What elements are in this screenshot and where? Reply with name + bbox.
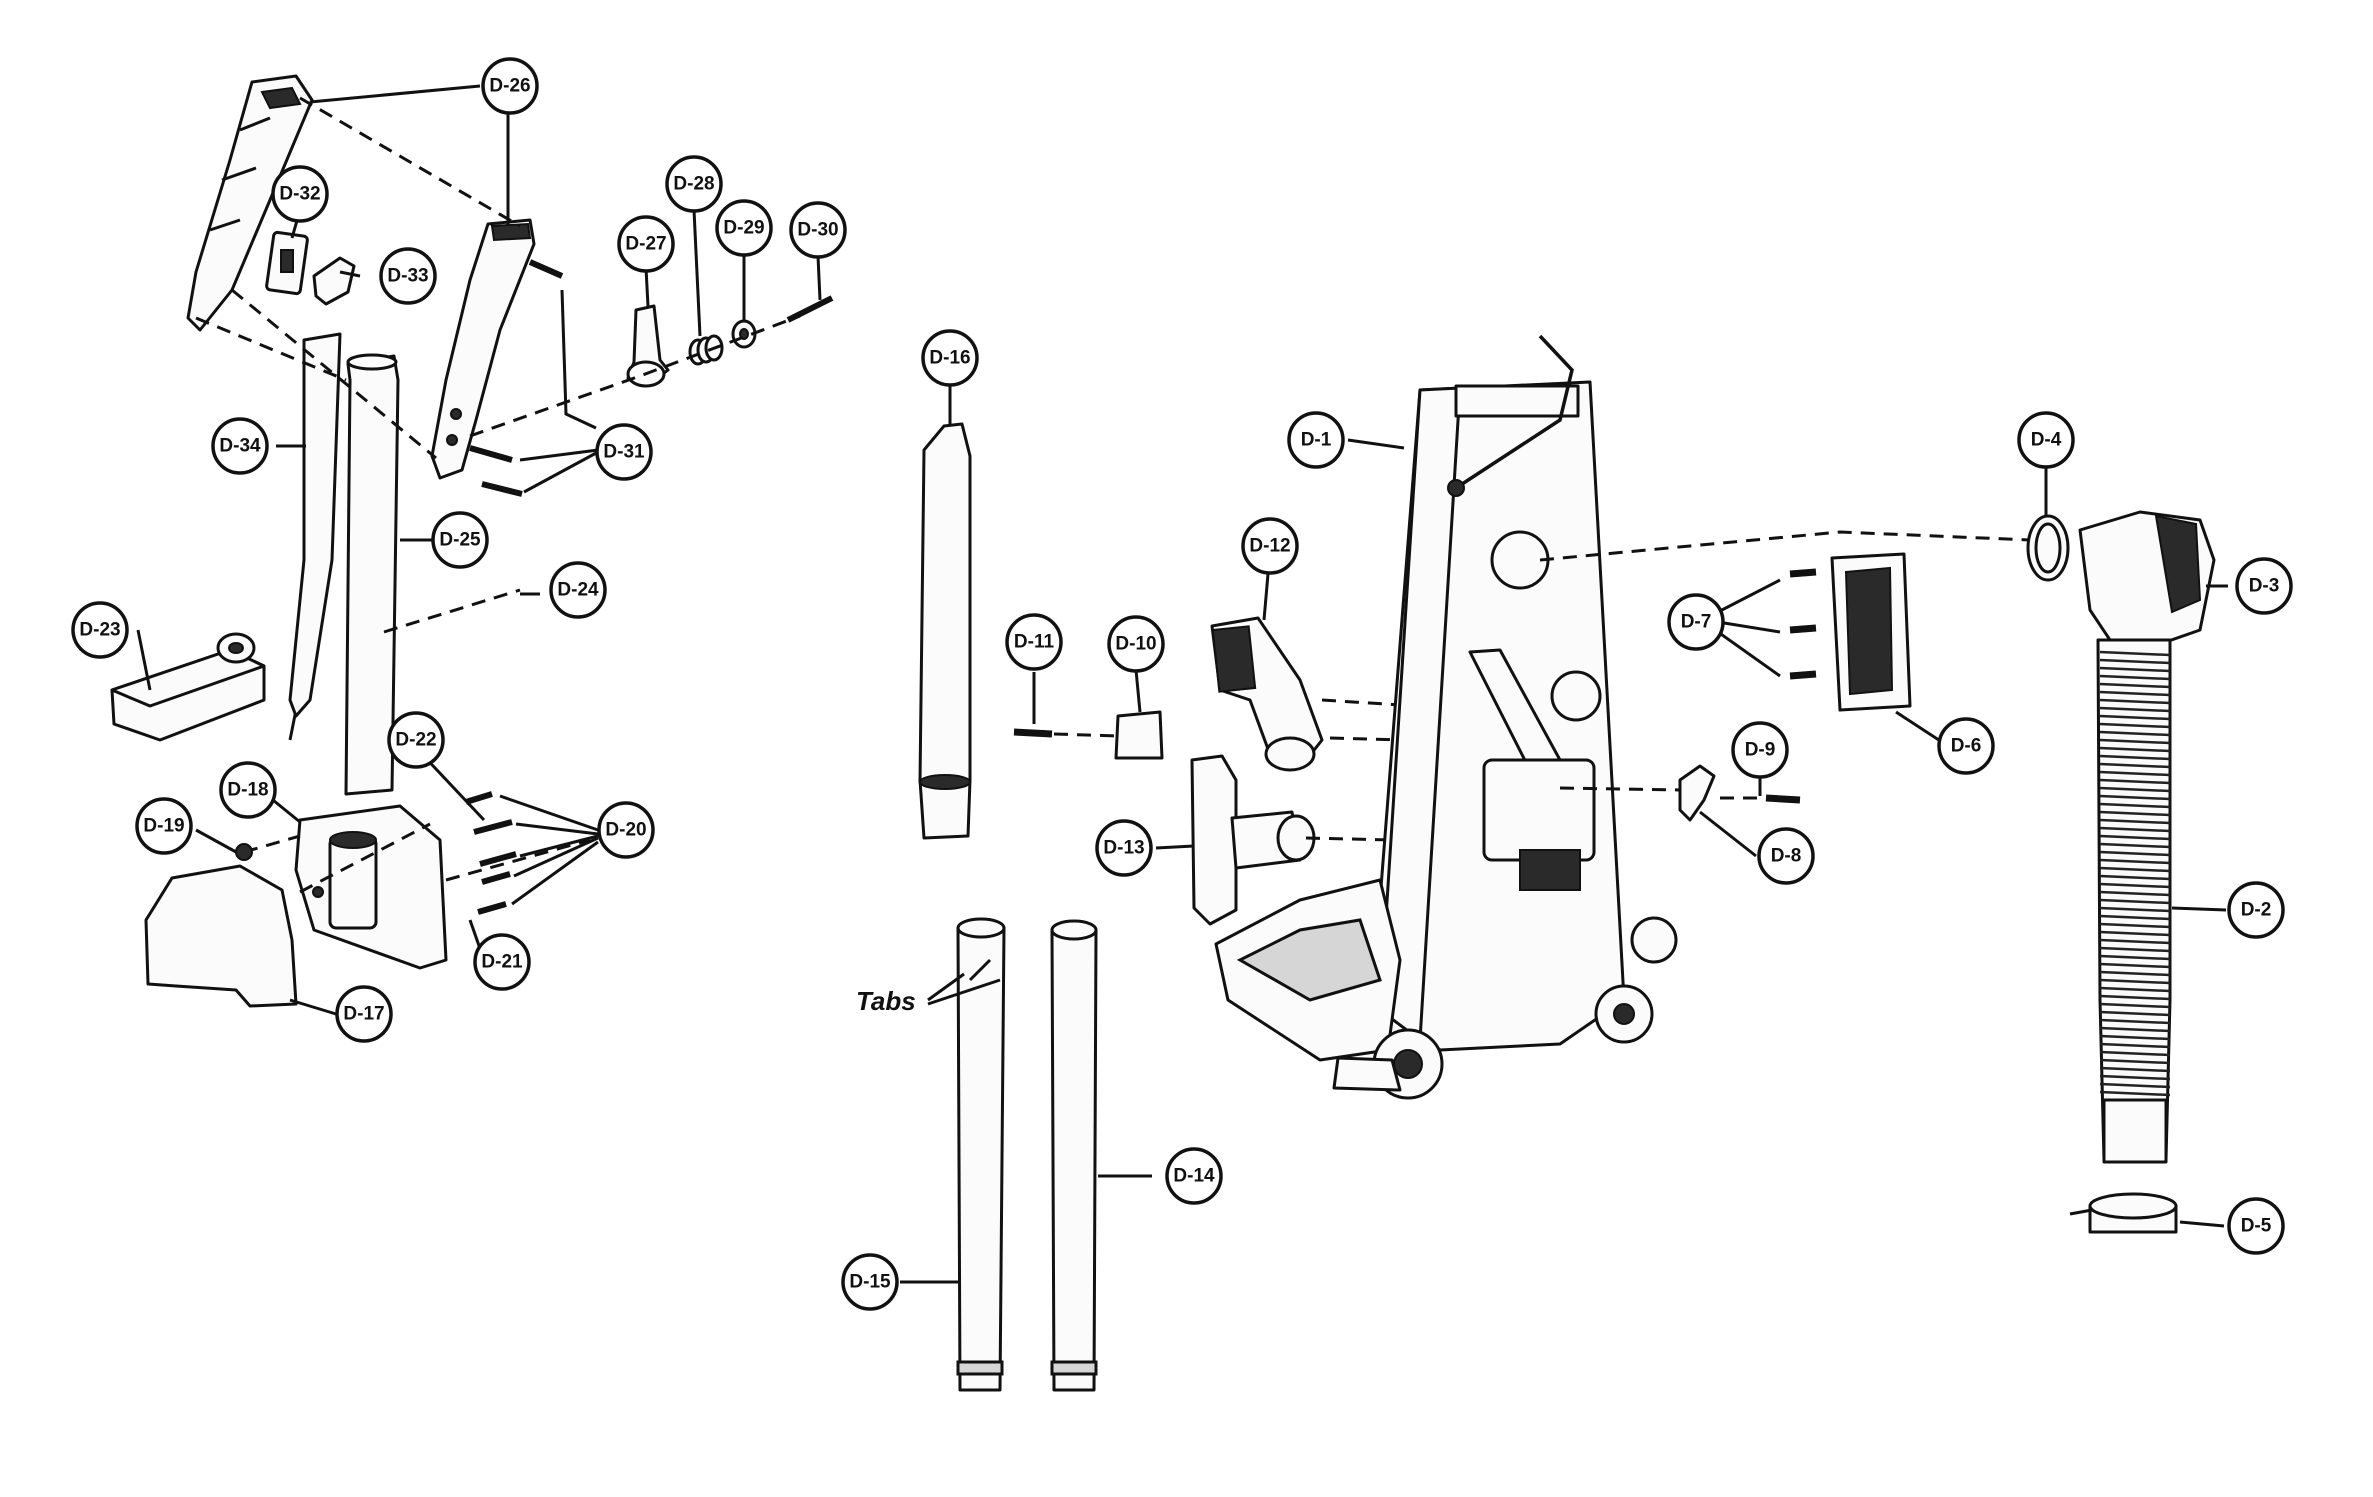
base-cover [144, 864, 298, 1008]
svg-text:D-9: D-9 [1745, 740, 1776, 761]
svg-text:D-34: D-34 [219, 436, 261, 457]
svg-text:D-25: D-25 [439, 530, 481, 551]
svg-text:D-3: D-3 [2249, 576, 2280, 597]
latch-clip [1678, 764, 1716, 822]
dusting-brush [1210, 616, 1324, 772]
svg-text:D-19: D-19 [143, 816, 184, 837]
svg-text:D-27: D-27 [625, 234, 666, 255]
handle-assembly [186, 74, 834, 796]
callout-D-31: D-31 [595, 423, 653, 481]
svg-text:D-4: D-4 [2031, 430, 2062, 451]
callout-D-8: D-8 [1757, 827, 1815, 885]
callout-D-3: D-3 [2235, 557, 2293, 615]
svg-text:D-21: D-21 [481, 952, 523, 973]
callout-D-11: D-11 [1005, 613, 1063, 671]
svg-text:D-24: D-24 [557, 580, 599, 601]
svg-text:D-5: D-5 [2241, 1216, 2272, 1237]
hose-bracket [1830, 552, 1912, 712]
callout-D-14: D-14 [1165, 1147, 1223, 1205]
rear-handle-shell [186, 74, 314, 332]
vacuum-body [1214, 334, 2031, 1100]
hose-assembly [2026, 510, 2216, 1234]
callout-D-33: D-33 [379, 247, 437, 305]
svg-text:D-20: D-20 [605, 820, 646, 841]
svg-text:D-16: D-16 [929, 348, 970, 369]
callout-D-15: D-15 [841, 1253, 899, 1311]
callout-D-6: D-6 [1937, 717, 1995, 775]
callout-leaders [136, 84, 2228, 1284]
callout-D-7: D-7 [1667, 593, 1725, 651]
svg-text:D-22: D-22 [395, 730, 436, 751]
callout-D-19: D-19 [135, 797, 193, 855]
callout-D-4: D-4 [2017, 411, 2075, 469]
callout-D-5: D-5 [2227, 1197, 2285, 1255]
svg-text:D-14: D-14 [1173, 1166, 1215, 1187]
callout-D-18: D-18 [219, 761, 277, 819]
callout-D-17: D-17 [335, 985, 393, 1043]
svg-text:D-6: D-6 [1951, 736, 1982, 757]
callout-D-23: D-23 [71, 601, 129, 659]
svg-text:D-18: D-18 [227, 780, 268, 801]
svg-text:D-1: D-1 [1301, 430, 1332, 451]
svg-text:D-28: D-28 [673, 174, 714, 195]
callout-D-32: D-32 [271, 165, 329, 223]
callout-D-10: D-10 [1107, 615, 1165, 673]
switch-bracket-part [312, 256, 356, 306]
wand-with-tabs [956, 926, 1006, 1392]
base-plug [235, 843, 253, 861]
svg-text:D-10: D-10 [1115, 634, 1156, 655]
callout-D-26: D-26 [481, 57, 539, 115]
spring-part [688, 334, 724, 366]
svg-text:D-33: D-33 [387, 266, 428, 287]
stem-tube [344, 354, 400, 796]
callout-D-29: D-29 [715, 199, 773, 257]
svg-text:D-8: D-8 [1771, 846, 1802, 867]
upholstery-tool [1190, 754, 1316, 926]
svg-text:D-13: D-13 [1103, 838, 1144, 859]
crevice-tool [918, 422, 972, 784]
tool-clip [1114, 710, 1164, 760]
svg-text:D-11: D-11 [1014, 632, 1055, 653]
callout-D-21: D-21 [473, 933, 531, 991]
svg-text:D-15: D-15 [849, 1272, 891, 1293]
hose-ribs [2099, 650, 2171, 1097]
svg-text:D-30: D-30 [797, 220, 838, 241]
callout-D-16: D-16 [921, 329, 979, 387]
callout-D-25: D-25 [431, 511, 489, 569]
callout-D-9: D-9 [1731, 721, 1789, 779]
callout-D-22: D-22 [387, 711, 445, 769]
svg-text:D-23: D-23 [79, 620, 120, 641]
callout-D-24: D-24 [549, 561, 607, 619]
callout-D-12: D-12 [1241, 517, 1299, 575]
tabs-label: Tabs [856, 986, 916, 1016]
svg-text:D-2: D-2 [2241, 900, 2272, 921]
callout-D-30: D-30 [789, 201, 847, 259]
callout-D-1: D-1 [1287, 411, 1345, 469]
wand-straight [1050, 928, 1098, 1392]
base-housing [144, 791, 591, 1008]
svg-text:D-32: D-32 [279, 184, 320, 205]
callout-D-2: D-2 [2227, 881, 2285, 939]
svg-text:D-26: D-26 [489, 76, 530, 97]
callout-D-13: D-13 [1095, 819, 1153, 877]
callout-D-27: D-27 [617, 215, 675, 273]
accessory-caddy [110, 632, 266, 742]
svg-text:D-29: D-29 [723, 218, 764, 239]
wands-and-tools: Tabs [856, 422, 1481, 1392]
svg-text:D-7: D-7 [1681, 612, 1712, 633]
svg-text:D-17: D-17 [343, 1004, 384, 1025]
svg-text:D-31: D-31 [603, 442, 645, 463]
callout-D-28: D-28 [665, 155, 723, 213]
callout-D-20: D-20 [597, 801, 655, 859]
svg-text:D-12: D-12 [1249, 536, 1290, 557]
callout-D-34: D-34 [211, 417, 269, 475]
callout-bubbles: D-26 D-32 D-33 D-27 D-28 D-29 D-30 D-31 … [71, 57, 2293, 1311]
